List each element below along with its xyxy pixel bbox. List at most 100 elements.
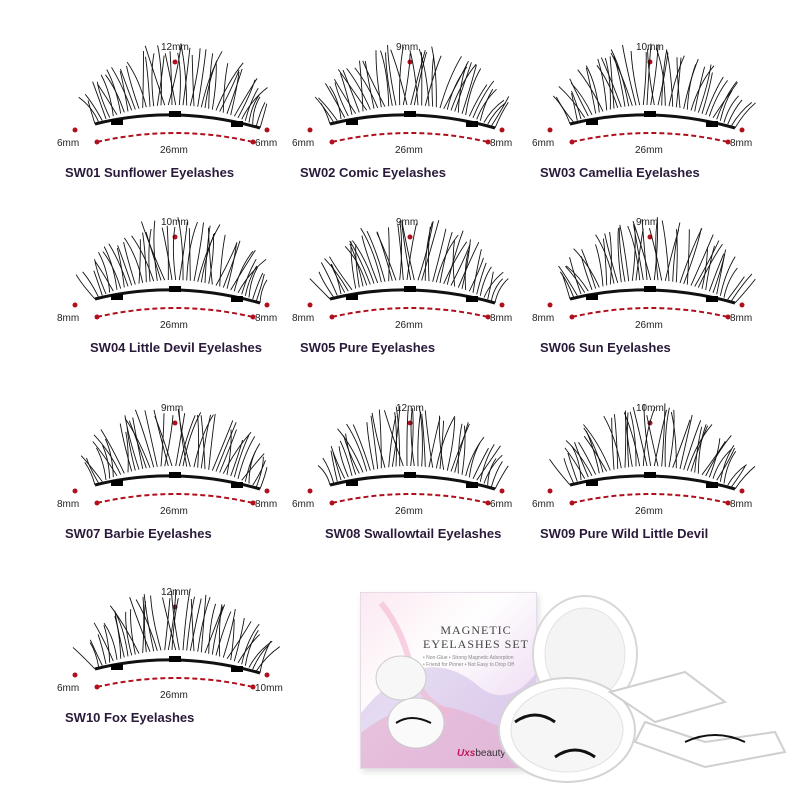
magnet (111, 480, 123, 486)
top-length-label: 12mm (396, 403, 424, 414)
width-marker (329, 500, 335, 506)
brand-logo-mark: Uxs (457, 748, 476, 759)
width-label: 26mm (635, 320, 663, 331)
left-length-label: 8mm (57, 313, 80, 324)
right-length-label: 6mm (490, 499, 513, 510)
magnet (466, 296, 478, 302)
top-length-marker (407, 234, 413, 240)
eyelash-illustration (72, 217, 270, 320)
magnet (404, 286, 416, 292)
top-length-marker (172, 420, 178, 426)
width-arc (96, 307, 254, 318)
magnet (346, 294, 358, 300)
width-arc (96, 677, 254, 688)
eyelash-illustration (72, 588, 281, 690)
package-bullet: • Friend for Pinner • Not Easy to Drop O… (423, 662, 514, 668)
right-length-label: 8mm (730, 499, 753, 510)
width-label: 26mm (160, 320, 188, 331)
package-title-line1: MAGNETIC (440, 623, 512, 637)
magnet (466, 482, 478, 488)
width-marker (94, 500, 100, 506)
magnet (231, 296, 243, 302)
right-length-marker (739, 302, 745, 308)
magnet (644, 472, 656, 478)
width-marker (94, 684, 100, 690)
width-label: 26mm (395, 320, 423, 331)
right-length-label: 8mm (730, 313, 753, 324)
left-length-marker (72, 127, 78, 133)
right-length-marker (264, 302, 270, 308)
width-label: 26mm (160, 145, 188, 156)
magnet (644, 111, 656, 117)
left-length-label: 6mm (292, 499, 315, 510)
left-length-label: 6mm (532, 499, 555, 510)
package-box: MAGNETIC EYELASHES SET • Non-Glue • Stro… (360, 592, 537, 769)
right-length-marker (264, 127, 270, 133)
magnet (586, 294, 598, 300)
right-length-marker (264, 672, 270, 678)
top-length-marker (407, 420, 413, 426)
width-marker (94, 314, 100, 320)
width-marker (725, 500, 731, 506)
magnet (169, 472, 181, 478)
left-length-label: 8mm (532, 313, 555, 324)
right-length-marker (499, 488, 505, 494)
magnet (169, 656, 181, 662)
top-length-label: 12mm (161, 587, 189, 598)
product-name: SW03 Camellia Eyelashes (540, 165, 700, 180)
width-marker (250, 500, 256, 506)
magnet (111, 294, 123, 300)
width-label: 26mm (160, 506, 188, 517)
left-length-marker (547, 127, 553, 133)
width-marker (94, 139, 100, 145)
magnet (111, 119, 123, 125)
lash-strands (314, 44, 510, 129)
width-label: 26mm (395, 145, 423, 156)
width-marker (725, 139, 731, 145)
magnet (111, 664, 123, 670)
top-length-label: 9mm (396, 217, 419, 228)
right-length-marker (739, 127, 745, 133)
width-arc (331, 307, 489, 318)
product-name: SW01 Sunflower Eyelashes (65, 165, 235, 180)
magnet (644, 286, 656, 292)
brand-logo-text: beauty (475, 748, 506, 759)
lash-strands (552, 43, 756, 129)
right-length-label: 8mm (490, 138, 513, 149)
magnet (706, 121, 718, 127)
width-marker (250, 684, 256, 690)
width-marker (569, 500, 575, 506)
right-length-marker (264, 488, 270, 494)
product-name: SW07 Barbie Eyelashes (65, 526, 212, 541)
product-name: SW09 Pure Wild Little Devil (540, 526, 709, 541)
left-length-marker (307, 488, 313, 494)
magnet (231, 666, 243, 672)
right-length-marker (499, 302, 505, 308)
magnet (169, 286, 181, 292)
eyelash-illustration (307, 220, 509, 320)
lash-strands (309, 220, 509, 304)
magnet (346, 480, 358, 486)
lash-strands (80, 408, 268, 490)
width-arc (96, 132, 254, 143)
top-length-label: 10mm (636, 403, 664, 414)
top-length-label: 9mm (396, 42, 419, 53)
width-label: 26mm (160, 690, 188, 701)
eyelash-illustration (547, 403, 756, 506)
product-package-photo: MAGNETIC EYELASHES SET • Non-Glue • Stro… (355, 582, 795, 792)
case-and-applicator (498, 595, 787, 783)
left-length-label: 8mm (57, 499, 80, 510)
left-length-label: 6mm (532, 138, 555, 149)
left-length-marker (547, 488, 553, 494)
width-marker (569, 139, 575, 145)
width-arc (96, 493, 254, 504)
magnet (169, 111, 181, 117)
magnet (231, 482, 243, 488)
left-length-marker (547, 302, 553, 308)
width-marker (329, 139, 335, 145)
eyelash-illustration (72, 408, 270, 506)
